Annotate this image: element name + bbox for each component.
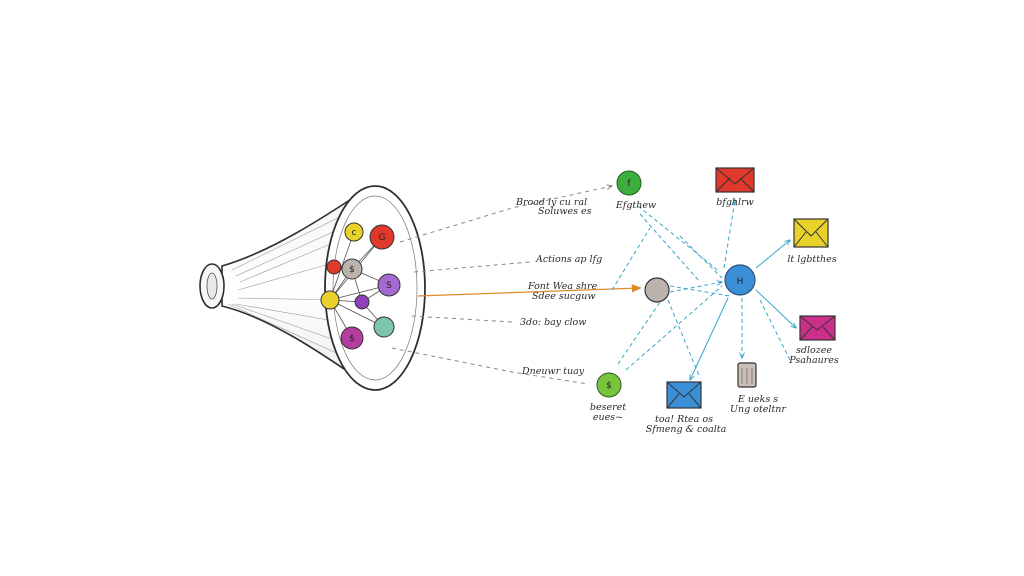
- yellow-envelope-label: lt lgbtthes: [787, 254, 836, 265]
- funnel-node-magenta: $: [341, 327, 363, 349]
- svg-text:$: $: [606, 381, 612, 391]
- connector-extra-3: [680, 236, 722, 278]
- connector-extra-5: [670, 286, 730, 296]
- funnel-node-yellow-left: [321, 291, 339, 309]
- red-envelope-label: bfghlrw: [716, 197, 754, 208]
- funnel-node-grey: $: [342, 259, 362, 279]
- label-actions: Actions ap lfg: [535, 254, 602, 265]
- svg-text:c: c: [352, 228, 357, 238]
- hub-connections: [612, 200, 796, 380]
- funnel-node-purple-small: [355, 295, 369, 309]
- hub-node: H: [725, 265, 755, 295]
- svg-text:S: S: [386, 281, 392, 291]
- funnel-node-yellow-top: c: [345, 223, 363, 241]
- label-dneuwr: Dneuwr tuay: [521, 366, 585, 377]
- funnel-mouthpiece-inner: [207, 273, 217, 299]
- dashed-line-fourth: [412, 316, 512, 322]
- grey-node: [645, 278, 669, 302]
- connector-extra-2: [668, 300, 700, 378]
- dashed-line-second: [414, 262, 530, 272]
- connector-extra-4: [612, 228, 650, 290]
- magenta-envelope-icon: sdlozee Psahaures: [788, 316, 839, 366]
- svg-text:$: $: [349, 265, 355, 275]
- green-bottom-label-2: eues~: [593, 412, 623, 423]
- green-bottom-node: $ beseret eues~: [590, 373, 626, 423]
- grey-can-icon: E ueks s Ung oteltnr: [730, 363, 787, 415]
- funnel-node-red-small: [327, 260, 341, 274]
- connector-green-bottom-hub: [626, 286, 722, 370]
- magenta-envelope-label-2: Psahaures: [788, 355, 839, 366]
- connector-hub-red-envelope: [724, 200, 735, 268]
- connector-hub-yellow-envelope: [756, 240, 790, 268]
- funnel-node-red-top: G: [370, 225, 394, 249]
- svg-text:G: G: [379, 233, 386, 243]
- funnel-node-teal: [374, 317, 394, 337]
- blue-envelope-label-2: Sfmeng & coalta: [646, 424, 727, 435]
- green-top-node: f Efgthew: [615, 171, 656, 211]
- svg-text:H: H: [737, 277, 744, 287]
- green-top-label: Efgthew: [615, 200, 656, 211]
- label-3do: 3do: bay clow: [520, 317, 586, 328]
- connector-green-bottom-grey: [618, 302, 660, 364]
- connector-extra-1: [640, 214, 700, 282]
- connector-green-top-hub: [638, 206, 720, 272]
- yellow-envelope-icon: lt lgbtthes: [787, 219, 836, 265]
- label-broad-line2: Soluwes es: [538, 206, 592, 217]
- connector-hub-magenta-envelope: [756, 290, 796, 328]
- grey-can-label-2: Ung oteltnr: [730, 404, 787, 415]
- red-envelope-icon: bfghlrw: [716, 168, 754, 208]
- funnel-node-purple-right: S: [378, 274, 400, 296]
- svg-text:$: $: [349, 334, 355, 344]
- flow-labels: Broad ly cu ral Soluwes es Actions ap lf…: [515, 197, 602, 377]
- label-font-line2: Sdee sucguw: [532, 291, 596, 302]
- blue-envelope-icon: toa! Rtea os Sfmeng & coalta: [646, 382, 727, 435]
- connector-extra-6: [760, 300, 790, 360]
